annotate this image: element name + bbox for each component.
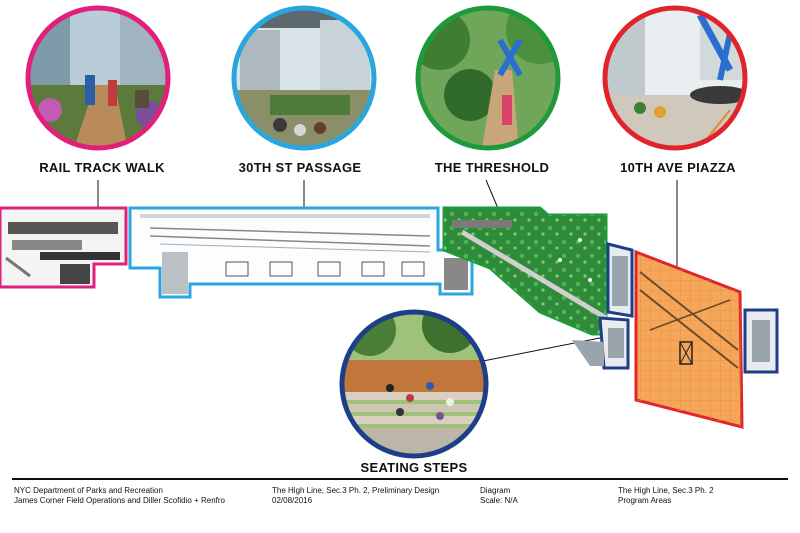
photo-30th-st-passage	[231, 5, 377, 151]
photo-the-threshold	[415, 5, 561, 151]
photo-10th-ave-piazza	[602, 5, 748, 151]
footer-rule	[12, 478, 788, 480]
zone-rail-track-walk	[0, 206, 128, 289]
program-areas-diagram	[0, 5, 779, 459]
footer-sheet: The High Line, Sec.3 Ph. 2 Program Areas	[618, 486, 714, 506]
connector-structures	[572, 242, 779, 374]
org-line-1: NYC Department of Parks and Recreation	[14, 486, 163, 495]
footer-organization: NYC Department of Parks and Recreation J…	[14, 486, 225, 506]
type-line-2: Scale: N/A	[480, 496, 518, 505]
label-the-threshold: THE THRESHOLD	[434, 160, 550, 175]
label-30th-st-passage: 30TH ST PASSAGE	[238, 160, 362, 175]
type-line-1: Diagram	[480, 486, 511, 495]
sheet-line-1: The High Line, Sec.3 Ph. 2	[618, 486, 714, 495]
label-10th-ave-piazza: 10TH AVE PIAZZA	[620, 160, 736, 175]
label-rail-track-walk: RAIL TRACK WALK	[39, 160, 165, 175]
zone-30th-st-passage	[128, 206, 474, 299]
project-line-1: The High Line, Sec.3 Ph. 2, Preliminary …	[272, 486, 440, 495]
title-block: NYC Department of Parks and Recreation J…	[0, 470, 800, 533]
zone-the-threshold	[442, 206, 608, 336]
label-seating-steps: SEATING STEPS	[360, 460, 468, 475]
photo-rail-track-walk	[25, 5, 171, 151]
footer-project: The High Line, Sec.3 Ph. 2, Preliminary …	[272, 486, 439, 506]
project-line-2: 02/08/2016	[272, 496, 313, 505]
org-line-2: James Corner Field Operations and Diller…	[14, 496, 225, 505]
footer-drawing-type: Diagram Scale: N/A	[480, 486, 518, 506]
photo-seating-steps	[339, 309, 489, 459]
sheet-line-2: Program Areas	[618, 496, 672, 505]
zone-10th-ave-piazza	[634, 249, 744, 429]
